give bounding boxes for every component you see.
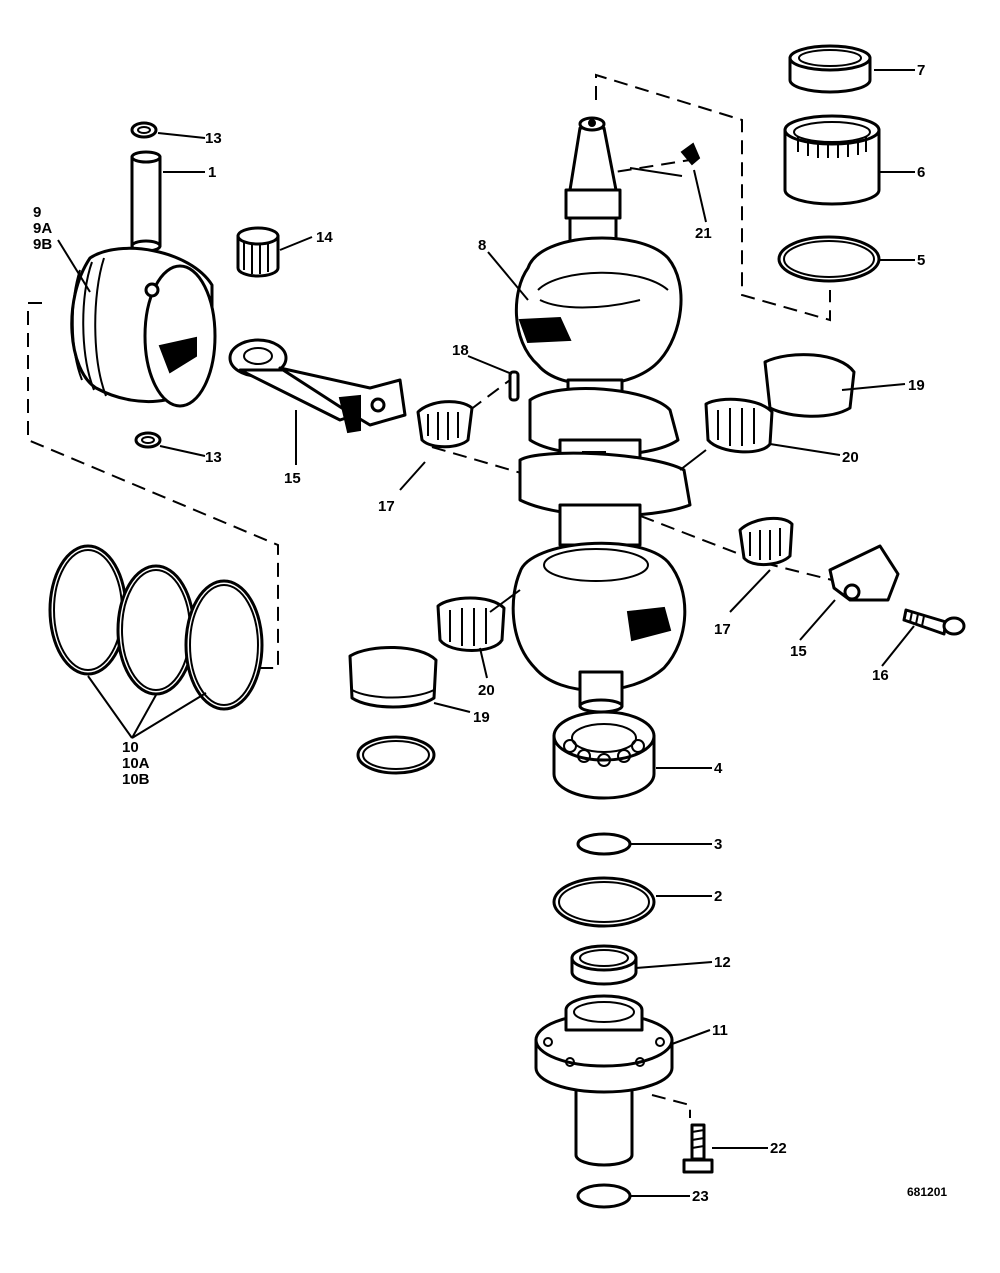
label-3: 3: [714, 836, 722, 853]
label-15-left: 15: [284, 470, 301, 487]
retaining-ring-lower-left: [356, 735, 436, 775]
part-23-o-ring: [576, 1183, 632, 1209]
label-12: 12: [714, 954, 731, 971]
part-12-oil-seal: [570, 944, 638, 986]
part-13-retaining-ring-upper: [130, 121, 158, 139]
part-number-labels: 7 6 5 21 8 1 13 13 9 9A 9B 14 15 18 17 1…: [33, 62, 947, 1205]
leader-lines: [57, 69, 915, 1197]
part-2-o-ring: [552, 876, 656, 928]
label-20-upper: 20: [842, 449, 859, 466]
label-10: 10: [122, 739, 139, 756]
label-7: 7: [917, 62, 925, 79]
part-18-dowel-pin: [508, 370, 520, 402]
label-10b: 10B: [122, 771, 150, 788]
label-8: 8: [478, 237, 486, 254]
label-11: 11: [712, 1022, 728, 1039]
label-1: 1: [208, 164, 216, 181]
label-13-upper: 13: [205, 130, 222, 147]
part-20-bearing-cage-upper: [704, 397, 774, 454]
part-8-crankshaft: [511, 116, 692, 714]
figure-code: 681201: [907, 1185, 947, 1199]
part-17-bearing-cage-right: [738, 516, 794, 566]
label-17-left: 17: [378, 498, 395, 515]
label-5: 5: [917, 252, 925, 269]
label-21: 21: [695, 225, 712, 242]
part-15-connecting-rod: [228, 338, 407, 434]
part-21-woodruff-key: [680, 142, 701, 166]
part-11-bearing-housing: [534, 994, 674, 1167]
part-17-bearing-cage-left: [416, 400, 474, 449]
label-9b: 9B: [33, 236, 52, 253]
label-19-upper: 19: [908, 377, 925, 394]
label-18: 18: [452, 342, 469, 359]
label-23: 23: [692, 1188, 709, 1205]
part-14-needle-bearing-wrist: [236, 226, 280, 278]
part-10-piston-rings: [48, 544, 264, 711]
part-19-bearing-half-upper: [763, 353, 856, 418]
label-17-right: 17: [714, 621, 731, 638]
label-6: 6: [917, 164, 925, 181]
part-7-bearing-race: [788, 44, 872, 94]
label-15-right: 15: [790, 643, 807, 660]
label-20-lower: 20: [478, 682, 495, 699]
part-1-piston-pin: [130, 150, 162, 253]
part-22-screw: [682, 1123, 714, 1174]
part-19-bearing-half-lower: [348, 646, 438, 709]
part-16-cap-screw: [902, 608, 966, 636]
label-10a: 10A: [122, 755, 150, 772]
part-9-piston: [70, 246, 217, 408]
label-14: 14: [316, 229, 333, 246]
part-3-snap-ring: [576, 832, 632, 856]
label-2: 2: [714, 888, 722, 905]
label-22: 22: [770, 1140, 787, 1157]
label-13-lower: 13: [205, 449, 222, 466]
label-19-lower: 19: [473, 709, 490, 726]
part-5-o-ring: [777, 235, 881, 283]
part-15-connecting-rod-cap: [828, 544, 900, 602]
part-13-retaining-ring-lower: [134, 431, 162, 449]
part-4-ball-bearing: [552, 710, 656, 800]
label-4: 4: [714, 760, 723, 777]
part-6-needle-bearing: [783, 114, 881, 206]
label-16: 16: [872, 667, 889, 684]
part-20-bearing-cage-lower: [436, 596, 506, 652]
label-9a: 9A: [33, 220, 52, 237]
label-9: 9: [33, 204, 41, 221]
